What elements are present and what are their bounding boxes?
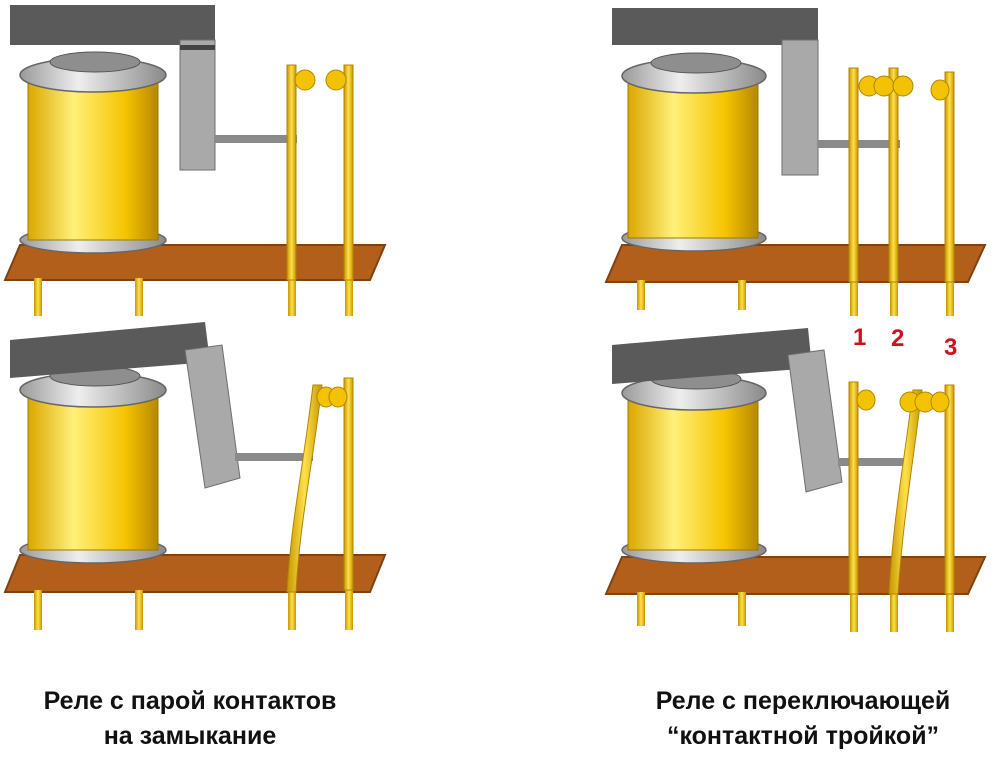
terminal-number-3: 3 <box>944 334 957 361</box>
yoke-top-front <box>10 322 210 378</box>
board-pin <box>637 280 645 310</box>
base-board <box>604 556 987 595</box>
board-pin <box>34 278 42 316</box>
coil <box>627 395 759 551</box>
caption-right-line1: Реле с переключающей <box>655 687 951 715</box>
contact-point <box>930 391 950 413</box>
board-pin <box>135 590 143 630</box>
board-pin <box>345 590 353 630</box>
board-pin <box>288 278 296 316</box>
board-pin <box>135 278 143 316</box>
core-top <box>650 52 742 74</box>
terminal-number-2: 2 <box>891 325 904 352</box>
contact-point <box>873 75 895 97</box>
board-pin <box>288 590 296 630</box>
contact-point <box>328 386 348 408</box>
armature-rod <box>818 140 900 148</box>
board-pin <box>345 278 353 316</box>
contact-spring <box>944 384 955 595</box>
relay-pair-open <box>3 5 387 316</box>
yoke-top-front <box>10 5 215 45</box>
board-pin <box>946 280 954 316</box>
contact-spring <box>343 64 354 281</box>
contact-point <box>930 79 950 101</box>
armature-rod <box>838 458 910 466</box>
caption-left-line2: на замыкание <box>103 722 277 750</box>
coil <box>27 77 159 241</box>
contact-spring <box>888 389 923 595</box>
contact-point <box>892 75 914 97</box>
armature-rod <box>235 453 313 461</box>
board-pin <box>890 592 898 632</box>
armature-rod <box>215 135 297 143</box>
board-pin <box>738 592 746 626</box>
yoke-top-front <box>612 328 812 384</box>
contact-point <box>856 389 876 411</box>
yoke-front <box>781 39 819 176</box>
board-pin <box>946 592 954 632</box>
contact-point <box>294 69 316 91</box>
board-pin <box>850 280 858 316</box>
board-pin <box>34 590 42 630</box>
yoke-front <box>787 349 843 493</box>
contact-spring <box>848 381 859 595</box>
caption-right-line2: “контактной тройкой” <box>666 722 940 750</box>
board-pin <box>890 280 898 316</box>
yoke-side <box>180 45 215 50</box>
relay-changeover-switched <box>604 328 987 632</box>
contact-point <box>325 69 347 91</box>
contact-spring <box>848 67 859 283</box>
caption-pair-contacts: Реле с парой контактов на замыкание <box>0 684 380 754</box>
yoke-front <box>184 344 241 489</box>
coil <box>627 79 759 239</box>
caption-left-line1: Реле с парой контактов <box>43 687 337 715</box>
board-pin <box>637 592 645 626</box>
relay-changeover-open: 1 2 3 <box>604 8 987 361</box>
contact-spring <box>888 67 899 283</box>
board-pin <box>850 592 858 632</box>
coil <box>27 391 159 551</box>
yoke-front <box>179 39 216 171</box>
relay-pair-closed <box>3 322 387 630</box>
core-top <box>49 51 141 73</box>
contact-spring <box>286 384 323 593</box>
yoke-top-front <box>612 8 818 45</box>
terminal-number-1: 1 <box>853 324 866 351</box>
board-pin <box>738 280 746 310</box>
caption-changeover-contacts: Реле с переключающей “контактной тройкой… <box>606 684 1000 754</box>
base-board <box>604 244 987 283</box>
contact-spring <box>944 71 955 283</box>
contact-spring <box>343 377 354 591</box>
contact-spring <box>286 64 297 281</box>
